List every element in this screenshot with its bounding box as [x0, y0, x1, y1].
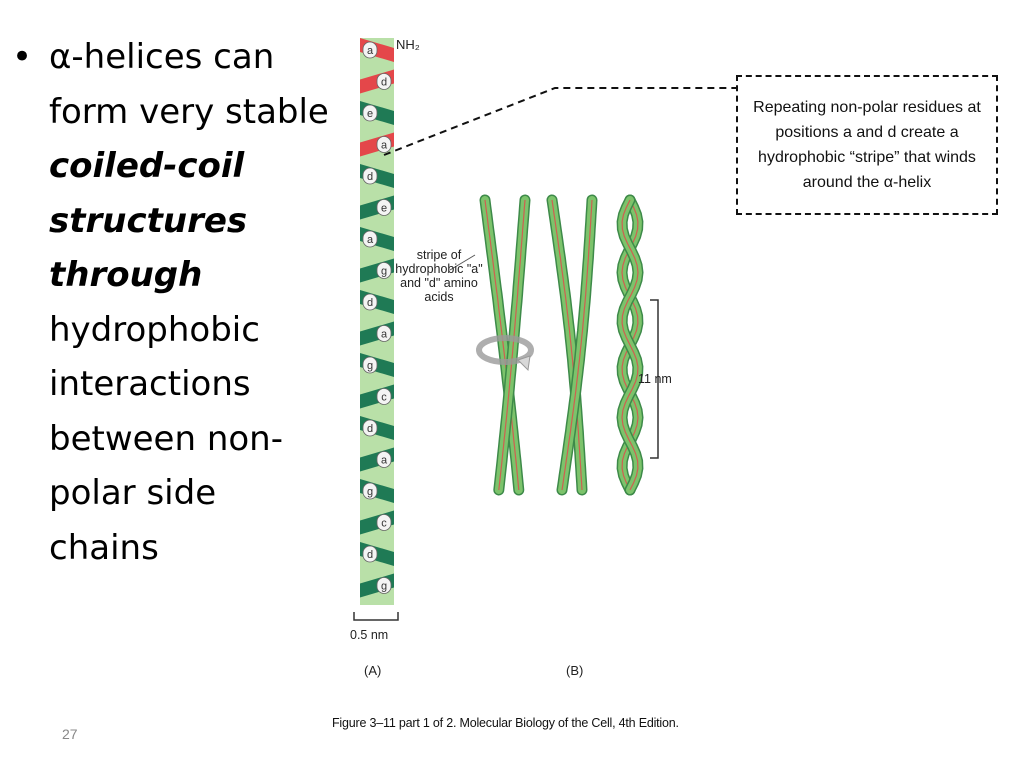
coiled-coil-fibers [479, 194, 644, 496]
residue-marker [376, 262, 392, 279]
residue-letter: d [367, 171, 373, 183]
residue-letter: a [381, 455, 388, 467]
residue-marker [362, 293, 378, 311]
bullet-text-part-2: hydrophobic interactions between non-pol… [49, 309, 283, 568]
panel-b-label: (B) [566, 663, 584, 678]
panel-a-label: (A) [364, 663, 382, 678]
callout-box: Repeating non-polar residues at position… [736, 75, 998, 215]
residue-marker [376, 388, 392, 405]
residue-letter: a [381, 329, 388, 341]
residue-marker [376, 451, 392, 468]
residue-marker [362, 41, 378, 59]
hydrophobic-stripe [561, 199, 593, 491]
residue-marker [362, 104, 378, 122]
figure-caption: Figure 3–11 part 1 of 2. Molecular Biolo… [332, 716, 679, 730]
coiled-coil-figure: a d e a d e a g d a g c d a g c d g NH₂ stripe of hydroph… [330, 20, 1024, 740]
residue-marker [376, 577, 392, 594]
bullet-marker: • [12, 37, 33, 77]
residue-letter: e [367, 108, 373, 120]
residue-marker [362, 419, 378, 437]
figure-illustration: a d e a d e a g d a g c d a g c d g [353, 38, 736, 621]
hydrophobic-stripe [551, 199, 583, 491]
residue-marker [376, 199, 392, 216]
residue-letter: c [381, 392, 387, 404]
residue-letter: g [367, 486, 373, 498]
residue-marker [362, 545, 378, 563]
callout-connector [383, 87, 736, 156]
callout-text: Repeating non-polar residues at position… [753, 99, 981, 191]
scale-bracket-11nm [650, 299, 659, 459]
residue-marker [376, 136, 392, 153]
residue-marker [362, 356, 378, 374]
residue-letter: g [381, 266, 387, 278]
residue-marker [362, 482, 378, 500]
hydrophobic-stripe [484, 199, 520, 491]
scale-label-05nm: 0.5 nm [350, 628, 389, 642]
hydrophobic-stripe [498, 199, 526, 491]
residue-marker [376, 325, 392, 342]
bullet-emphasis: coiled-coil structures through [49, 146, 248, 295]
alpha-helix-ribbon: a d e a d e a g d a g c d a g c d g [360, 38, 394, 605]
residue-marker [362, 230, 378, 248]
residue-letter: d [367, 297, 373, 309]
page-number: 27 [62, 726, 78, 742]
residue-letter: d [367, 549, 373, 561]
residue-letter: a [367, 45, 374, 57]
scale-bar-05nm [353, 612, 399, 621]
stripe-pointer-line [449, 254, 476, 271]
hydrophobic-stripe [621, 199, 639, 491]
nh2-label: NH₂ [396, 37, 420, 52]
residue-letter: d [367, 423, 373, 435]
bullet-text-part-1: α-helices can form very stable [49, 37, 329, 132]
rotation-ring [476, 335, 534, 365]
bullet-text: α-helices can form very stable coiled-co… [49, 30, 332, 575]
residue-marker [362, 167, 378, 185]
residue-letter: d [381, 77, 387, 89]
residue-letter: a [381, 140, 388, 152]
scale-label-11nm: 11 nm [638, 372, 672, 386]
residue-letter: g [367, 360, 373, 372]
stripe-label: stripe of hydrophobic "a" and "d" amino … [395, 248, 483, 304]
residue-letter: g [381, 581, 387, 593]
bullet-point: • α-helices can form very stable coiled-… [12, 30, 332, 575]
residue-letter: e [381, 203, 387, 215]
residue-letter: c [381, 518, 387, 530]
residue-letter: a [367, 234, 374, 246]
helix-core [360, 38, 394, 605]
rotation-arrow [517, 355, 531, 372]
residue-marker [376, 514, 392, 531]
residue-marker [376, 73, 392, 90]
